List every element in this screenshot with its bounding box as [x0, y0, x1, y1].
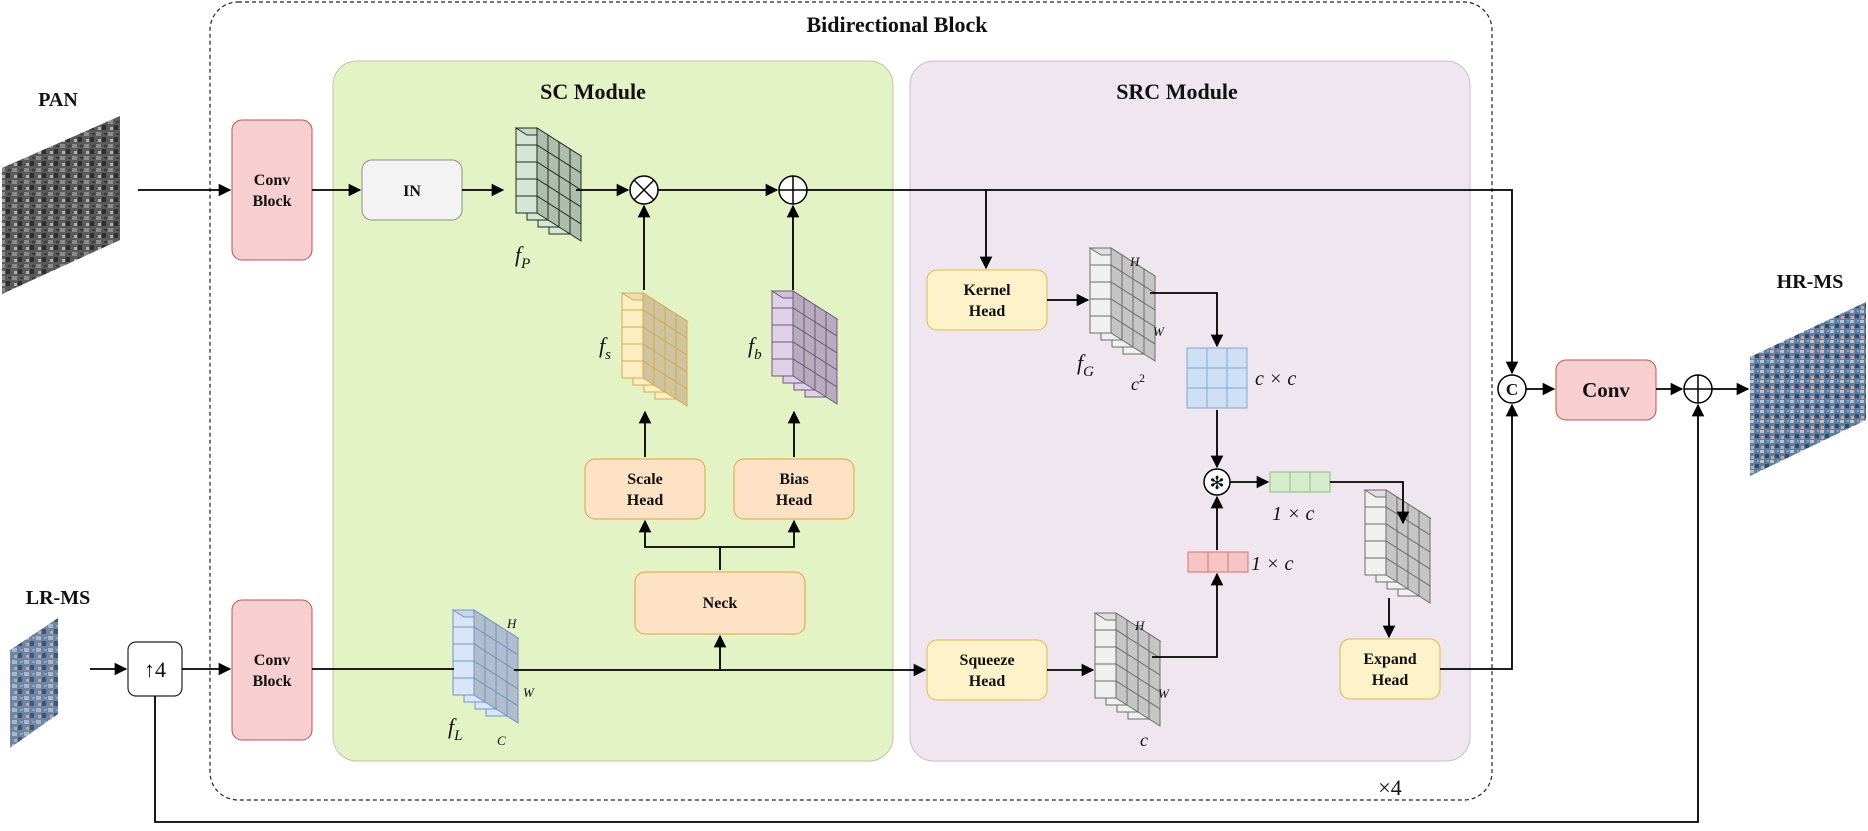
squeeze-head-label-2: Head [969, 673, 1006, 690]
fs-label: fs [599, 333, 611, 363]
connections [90, 183, 1750, 823]
squeeze-feature-cube [1093, 612, 1162, 727]
sq-c-label: c [1140, 730, 1148, 750]
pan-conv-block-label-2: Block [252, 193, 291, 210]
lrms-label: LR-MS [26, 587, 90, 609]
scale-head-label-1: Scale [627, 471, 663, 488]
neck-box [634, 571, 806, 635]
hrms-label: HR-MS [1777, 271, 1844, 293]
final-conv-box [1555, 359, 1657, 421]
final-conv-label: Conv [1582, 378, 1630, 402]
fg-c2-label: c2 [1131, 371, 1145, 394]
fg-h-label: H [1129, 254, 1140, 269]
pan-label: PAN [38, 89, 78, 111]
feature-cube-fg [1088, 247, 1157, 362]
instance-norm-label: IN [403, 183, 421, 200]
kernel-dim-label: c × c [1255, 368, 1296, 390]
fg-label: fG [1077, 350, 1094, 380]
ms-conv-block-label-2: Block [252, 673, 291, 690]
squeeze-head-box [926, 639, 1048, 701]
squeeze-vector-label: 1 × c [1251, 553, 1293, 575]
fb-label: fb [748, 333, 762, 363]
kernel-head-label-1: Kernel [963, 282, 1011, 299]
upsample-label: ↑4 [144, 657, 166, 682]
ms-conv-block [231, 599, 313, 741]
bias-head-label-1: Bias [779, 471, 808, 488]
fl-h-label: H [506, 616, 517, 631]
fl-w-label: W [523, 685, 535, 700]
fp-label: fP [515, 242, 530, 272]
fg-w-label: W [1153, 324, 1165, 339]
lrms-image [10, 618, 58, 748]
fl-c-label: C [497, 733, 506, 748]
bidirectional-block-frame [209, 1, 1493, 801]
ms-conv-block-label-1: Conv [254, 652, 290, 669]
fl-label: fL [448, 714, 462, 744]
feature-cube-fs [620, 292, 689, 407]
scale-head-label-2: Head [627, 492, 664, 509]
squeeze-head-label-1: Squeeze [959, 652, 1014, 669]
kernel-head-label-2: Head [969, 303, 1006, 320]
dynamic-conv-op: ✻ [1203, 468, 1231, 496]
mapped-vector [1269, 471, 1331, 493]
pan-conv-block-label-1: Conv [254, 172, 290, 189]
neck-label: Neck [703, 595, 738, 612]
src-module-title: SRC Module [1116, 79, 1238, 104]
scale-head-box [584, 458, 706, 520]
pan-conv-block [231, 119, 313, 261]
kernel-grid [1186, 347, 1248, 409]
expand-head-label-1: Expand [1363, 651, 1416, 668]
repeat-label: ×4 [1378, 775, 1401, 800]
dynamic-conv-symbol: ✻ [1209, 473, 1224, 494]
concat-op: C [1497, 374, 1527, 404]
feature-cube-fb [770, 290, 839, 405]
mapped-vector-label: 1 × c [1272, 503, 1314, 525]
concat-symbol: C [1506, 380, 1518, 399]
add-op-output [1683, 374, 1713, 404]
expand-head-label-2: Head [1372, 672, 1409, 689]
block-title: Bidirectional Block [806, 12, 988, 37]
feature-cube-fl [451, 609, 520, 724]
expand-head-box [1339, 638, 1441, 700]
bias-head-label-2: Head [776, 492, 813, 509]
sq-w-label: W [1158, 686, 1170, 701]
pan-image [2, 116, 120, 294]
feature-cube-fp [514, 127, 583, 242]
src-module-panel [909, 60, 1471, 762]
hrms-image [1750, 302, 1866, 476]
sc-module-title: SC Module [540, 79, 646, 104]
multiply-op [629, 175, 659, 205]
bias-head-box [733, 458, 855, 520]
kernel-head-box [926, 269, 1048, 331]
add-op-sc [778, 175, 808, 205]
squeeze-vector [1187, 551, 1249, 573]
sq-h-label: H [1134, 618, 1145, 633]
